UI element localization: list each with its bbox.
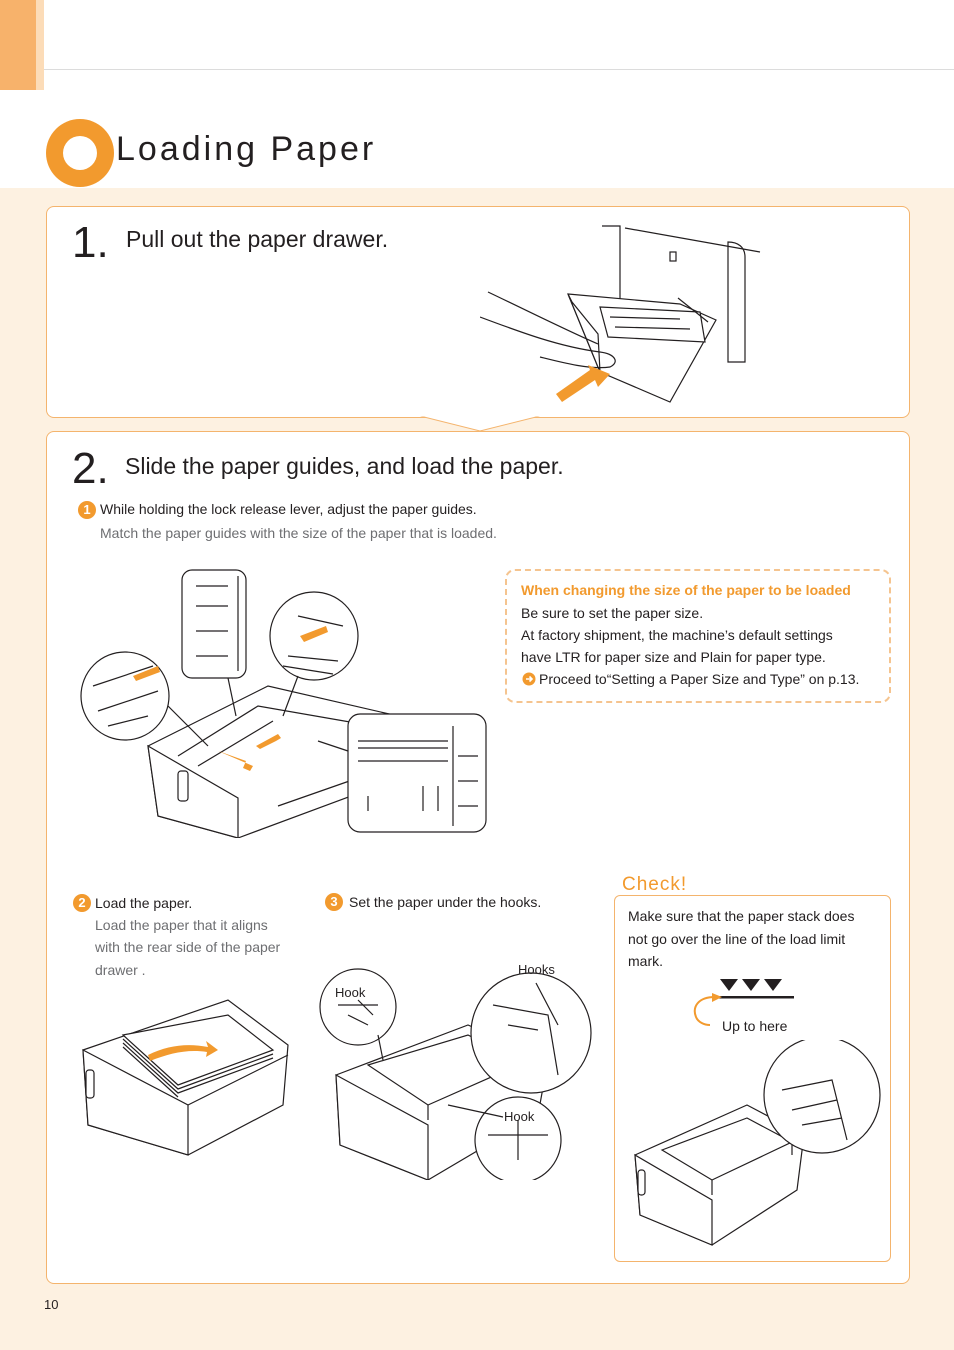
check-line2: not go over the line of the load limit (628, 931, 846, 947)
header-tab-accent (36, 0, 44, 90)
check-line1: Make sure that the paper stack does (628, 908, 855, 924)
substep2-detail-2: with the rear side of the paper (95, 939, 281, 955)
substep3-text: Set the paper under the hooks. (349, 894, 542, 910)
up-to-here-label: Up to here (722, 1018, 788, 1034)
note-line1: Be sure to set the paper size. (521, 605, 704, 621)
substep1-detail: Match the paper guides with the size of … (100, 525, 497, 541)
check-label: Check! (622, 874, 688, 895)
note-heading: When changing the size of the paper to b… (521, 582, 851, 598)
hooks-callout: Hooks (518, 962, 555, 977)
step1-panel (46, 206, 910, 418)
step1-number: 1. (72, 218, 109, 267)
substep2-marker: 2 (73, 894, 91, 912)
step2-text: Slide the paper guides, and load the pap… (125, 453, 564, 479)
note-link[interactable]: Proceed to“Setting a Paper Size and Type… (539, 671, 860, 687)
paper-size-note (505, 569, 891, 703)
substep1-text: While holding the lock release lever, ad… (100, 501, 477, 517)
adjust-guides-illustration (80, 569, 487, 838)
step2-number: 2. (72, 444, 109, 493)
set-hooks-illustration (319, 968, 592, 1180)
arrow-link-icon (522, 672, 536, 686)
note-line3: have LTR for paper size and Plain for pa… (521, 649, 826, 665)
substep2-text: Load the paper. (95, 895, 193, 911)
header-rule (44, 69, 954, 70)
page-number: 10 (44, 1297, 59, 1312)
substep1-marker: 1 (78, 501, 96, 519)
page-title: Loading Paper (116, 130, 377, 168)
hook-callout-bottom: Hook (504, 1109, 535, 1124)
substep3-marker: 3 (325, 893, 343, 911)
title-bullet-inner (63, 136, 97, 170)
panel-connector-arrow (420, 415, 540, 432)
load-limit-illustration (634, 1040, 881, 1246)
check-line3: mark. (628, 953, 663, 969)
substep2-detail-3: drawer . (95, 962, 146, 978)
load-limit-mark-icon (693, 979, 794, 1026)
load-paper-illustration (82, 999, 289, 1156)
substep2-detail-1: Load the paper that it aligns (95, 917, 268, 933)
hook-callout-left: Hook (335, 985, 366, 1000)
note-line2: At factory shipment, the machine’s defau… (521, 627, 833, 643)
step1-text: Pull out the paper drawer. (126, 226, 389, 252)
header-tab (0, 0, 36, 90)
pull-drawer-illustration (480, 225, 761, 403)
